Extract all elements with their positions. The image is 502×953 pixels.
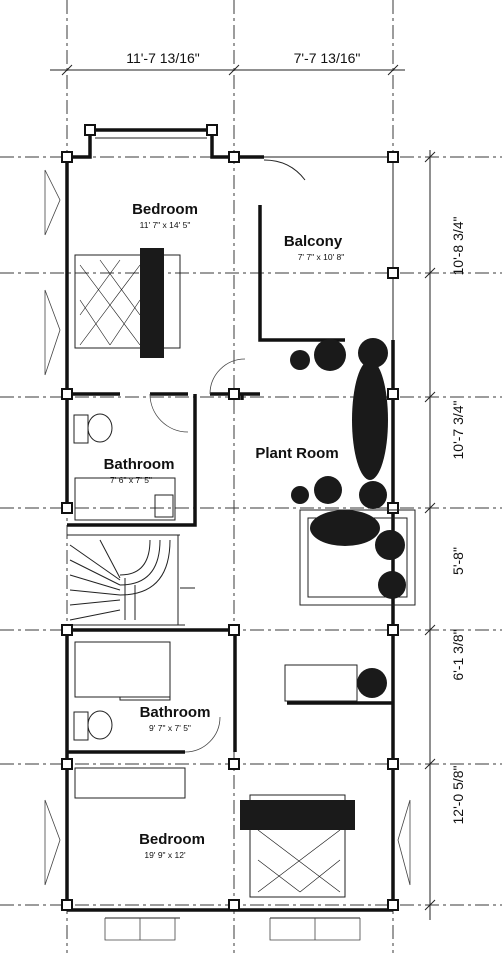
room-size-balcony: 7' 7" x 10' 8" [298, 252, 345, 262]
room-name-balcony: Balcony [284, 233, 343, 250]
fixtures [73, 248, 416, 898]
dim-top-left: 11'-7 13/16" [126, 50, 200, 66]
bed-bottom-hatch [257, 829, 341, 893]
dimension-lines [50, 64, 436, 920]
bed-top-hatch [79, 259, 141, 346]
room-size-bedroom-bottom: 19' 9" x 12' [144, 850, 186, 860]
dim-right-1: 10'-8 3/4" [450, 216, 466, 275]
dim-top-right: 7'-7 13/16" [294, 50, 361, 66]
doors-windows [44, 169, 411, 941]
dim-right-4: 6'-1 3/8" [450, 629, 466, 680]
dim-right-2: 10'-7 3/4" [450, 400, 466, 459]
room-labels: Bedroom 11' 7" x 14' 5" Balcony 7' 7" x … [104, 201, 345, 860]
plants [290, 338, 406, 698]
room-name-plant-room: Plant Room [255, 445, 338, 462]
room-size-bedroom-top: 11' 7" x 14' 5" [140, 220, 191, 230]
room-name-bathroom-top: Bathroom [104, 456, 175, 473]
columns [61, 124, 399, 911]
dim-right-3: 5'-8" [450, 547, 466, 575]
dimension-labels: 11'-7 13/16" 7'-7 13/16" 10'-8 3/4" 10'-… [126, 50, 466, 825]
room-size-bathroom-top: 7' 6" x 7' 5" [110, 475, 152, 485]
room-name-bedroom-bottom: Bedroom [139, 831, 205, 848]
room-name-bathroom-bottom: Bathroom [140, 704, 211, 721]
room-size-bathroom-bottom: 9' 7" x 7' 5" [149, 723, 191, 733]
room-name-bedroom-top: Bedroom [132, 201, 198, 218]
staircase [69, 539, 195, 621]
dim-right-5: 12'-0 5/8" [450, 765, 466, 824]
